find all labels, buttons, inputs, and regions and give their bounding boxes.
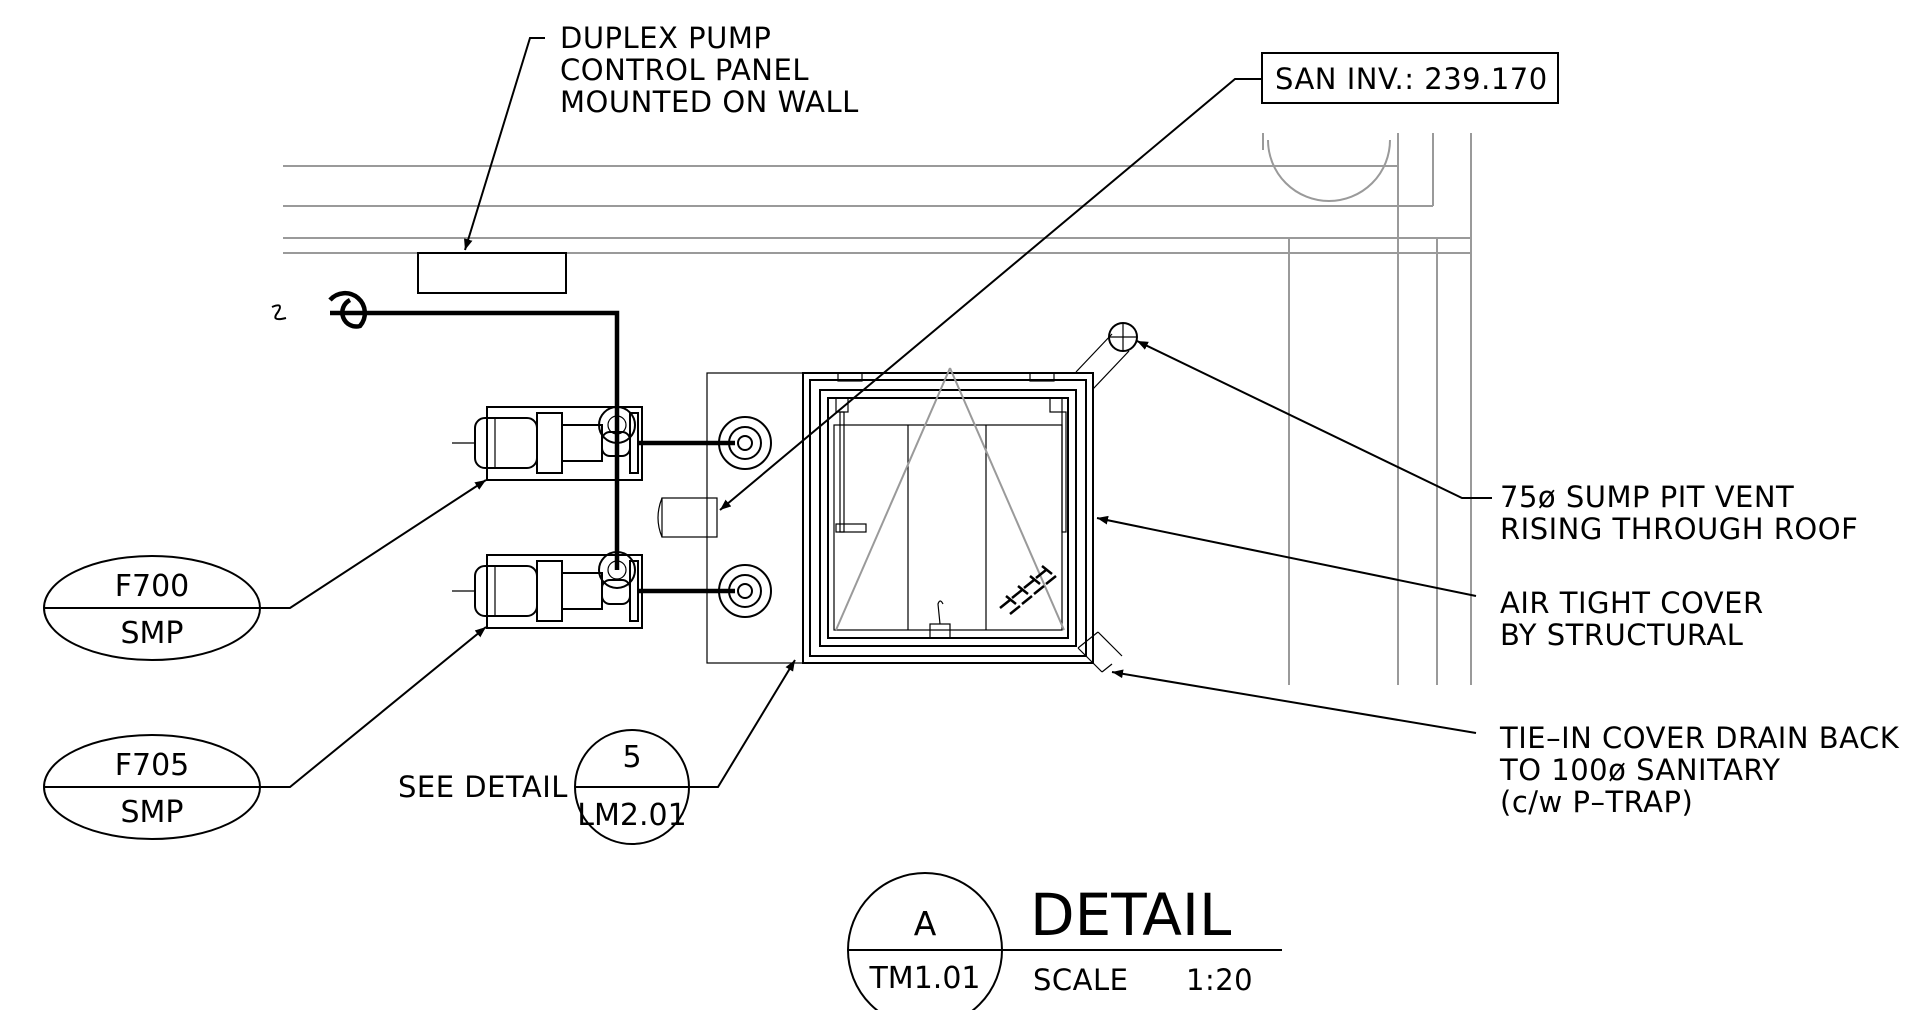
tag-f705: F705 SMP [43, 734, 261, 840]
see-detail-sheet: LM2.01 [577, 798, 686, 833]
building-walls [283, 133, 1472, 685]
tag-f700: F700 SMP [43, 555, 261, 661]
tag-f700-number: F700 [115, 569, 190, 604]
tag-f705-number: F705 [115, 748, 190, 783]
see-detail-label: SEE DETAIL [398, 770, 568, 804]
invert-label: SAN INV.: 239.170 [1275, 62, 1548, 96]
callout-vent: 75ø SUMP PIT VENT RISING THROUGH ROOF [1500, 480, 1858, 546]
callout-control-panel: DUPLEX PUMP CONTROL PANEL MOUNTED ON WAL… [560, 21, 859, 119]
control-panel-line-3: MOUNTED ON WALL [560, 85, 859, 119]
title-block: A TM1.01 DETAIL SCALE 1:20 [847, 872, 1282, 1010]
title-scale-value: 1:20 [1186, 963, 1253, 997]
control-panel-line-2: CONTROL PANEL [560, 53, 809, 87]
see-detail-reference: SEE DETAIL 5 LM2.01 [398, 729, 690, 845]
drain-pipe [1077, 631, 1123, 673]
leader-lines [260, 37, 1492, 788]
sump-pit-cover [802, 367, 1094, 664]
title-letter: A [914, 904, 937, 943]
callout-drain: TIE–IN COVER DRAIN BACK TO 100ø SANITARY… [1499, 721, 1900, 819]
sump-slab [657, 372, 804, 664]
title-name: DETAIL [1030, 881, 1231, 949]
cover-line-2: BY STRUCTURAL [1500, 618, 1743, 652]
title-sheet: TM1.01 [868, 961, 980, 996]
control-panel-line-1: DUPLEX PUMP [560, 21, 771, 55]
pump-f700 [452, 406, 735, 481]
cover-line-1: AIR TIGHT COVER [1500, 586, 1764, 620]
invert-callout: SAN INV.: 239.170 [1261, 52, 1559, 104]
drain-line-1: TIE–IN COVER DRAIN BACK [1499, 721, 1900, 755]
pump-f705 [452, 551, 735, 629]
vent-line-2: RISING THROUGH ROOF [1500, 512, 1858, 546]
see-detail-number: 5 [622, 740, 641, 775]
title-scale-label: SCALE [1033, 963, 1128, 997]
discharge-pipe [271, 290, 620, 570]
drain-line-3: (c/w P–TRAP) [1500, 785, 1693, 819]
drain-line-2: TO 100ø SANITARY [1499, 753, 1780, 787]
vent-line-1: 75ø SUMP PIT VENT [1500, 480, 1794, 514]
vent-pipe [1075, 322, 1138, 390]
tag-f705-type: SMP [120, 795, 183, 830]
callout-cover: AIR TIGHT COVER BY STRUCTURAL [1500, 586, 1764, 652]
control-panel [417, 252, 567, 294]
diamond-plate-pattern [999, 565, 1057, 615]
tag-f700-type: SMP [120, 616, 183, 651]
